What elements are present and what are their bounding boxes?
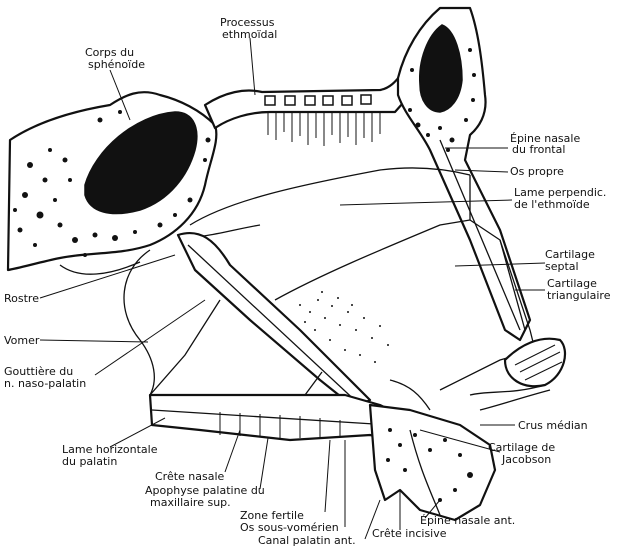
jacobson-cartilage xyxy=(390,380,430,410)
ethmoid-cribriform-plate xyxy=(205,70,410,146)
label-cart-tri-2: triangulaire xyxy=(547,289,611,302)
incisive-region xyxy=(370,405,495,520)
label-cart-jacobson-2: Jacobson xyxy=(501,453,551,466)
label-crus-median: Crus médian xyxy=(518,419,588,432)
label-canal-palatin: Canal palatin ant. xyxy=(258,534,356,547)
label-os-sous-vomerien: Os sous-vomérien xyxy=(240,521,339,534)
label-gouttiere-2: n. naso-palatin xyxy=(4,377,86,390)
label-apophyse-2: maxillaire sup. xyxy=(150,496,231,509)
label-os-propre: Os propre xyxy=(510,165,564,178)
label-crete-incisive: Crête incisive xyxy=(372,527,447,540)
label-epine-nasale-ant: Épine nasale ant. xyxy=(420,514,515,527)
vomer xyxy=(60,233,370,408)
label-lame-perp-2: de l'ethmoïde xyxy=(514,198,590,211)
label-crete-nasale: Crête nasale xyxy=(155,470,225,483)
label-corps-sphenoide-2: sphénoïde xyxy=(88,58,145,71)
label-processus-2: ethmoïdal xyxy=(222,28,277,41)
hard-palate xyxy=(150,372,400,440)
label-cart-septal-2: septal xyxy=(545,260,579,273)
label-rostre: Rostre xyxy=(4,292,39,305)
label-lame-horiz-2: du palatin xyxy=(62,455,117,468)
label-epine-frontal-2: du frontal xyxy=(512,143,565,156)
label-vomer: Vomer xyxy=(4,334,40,347)
crus-median xyxy=(470,339,565,410)
